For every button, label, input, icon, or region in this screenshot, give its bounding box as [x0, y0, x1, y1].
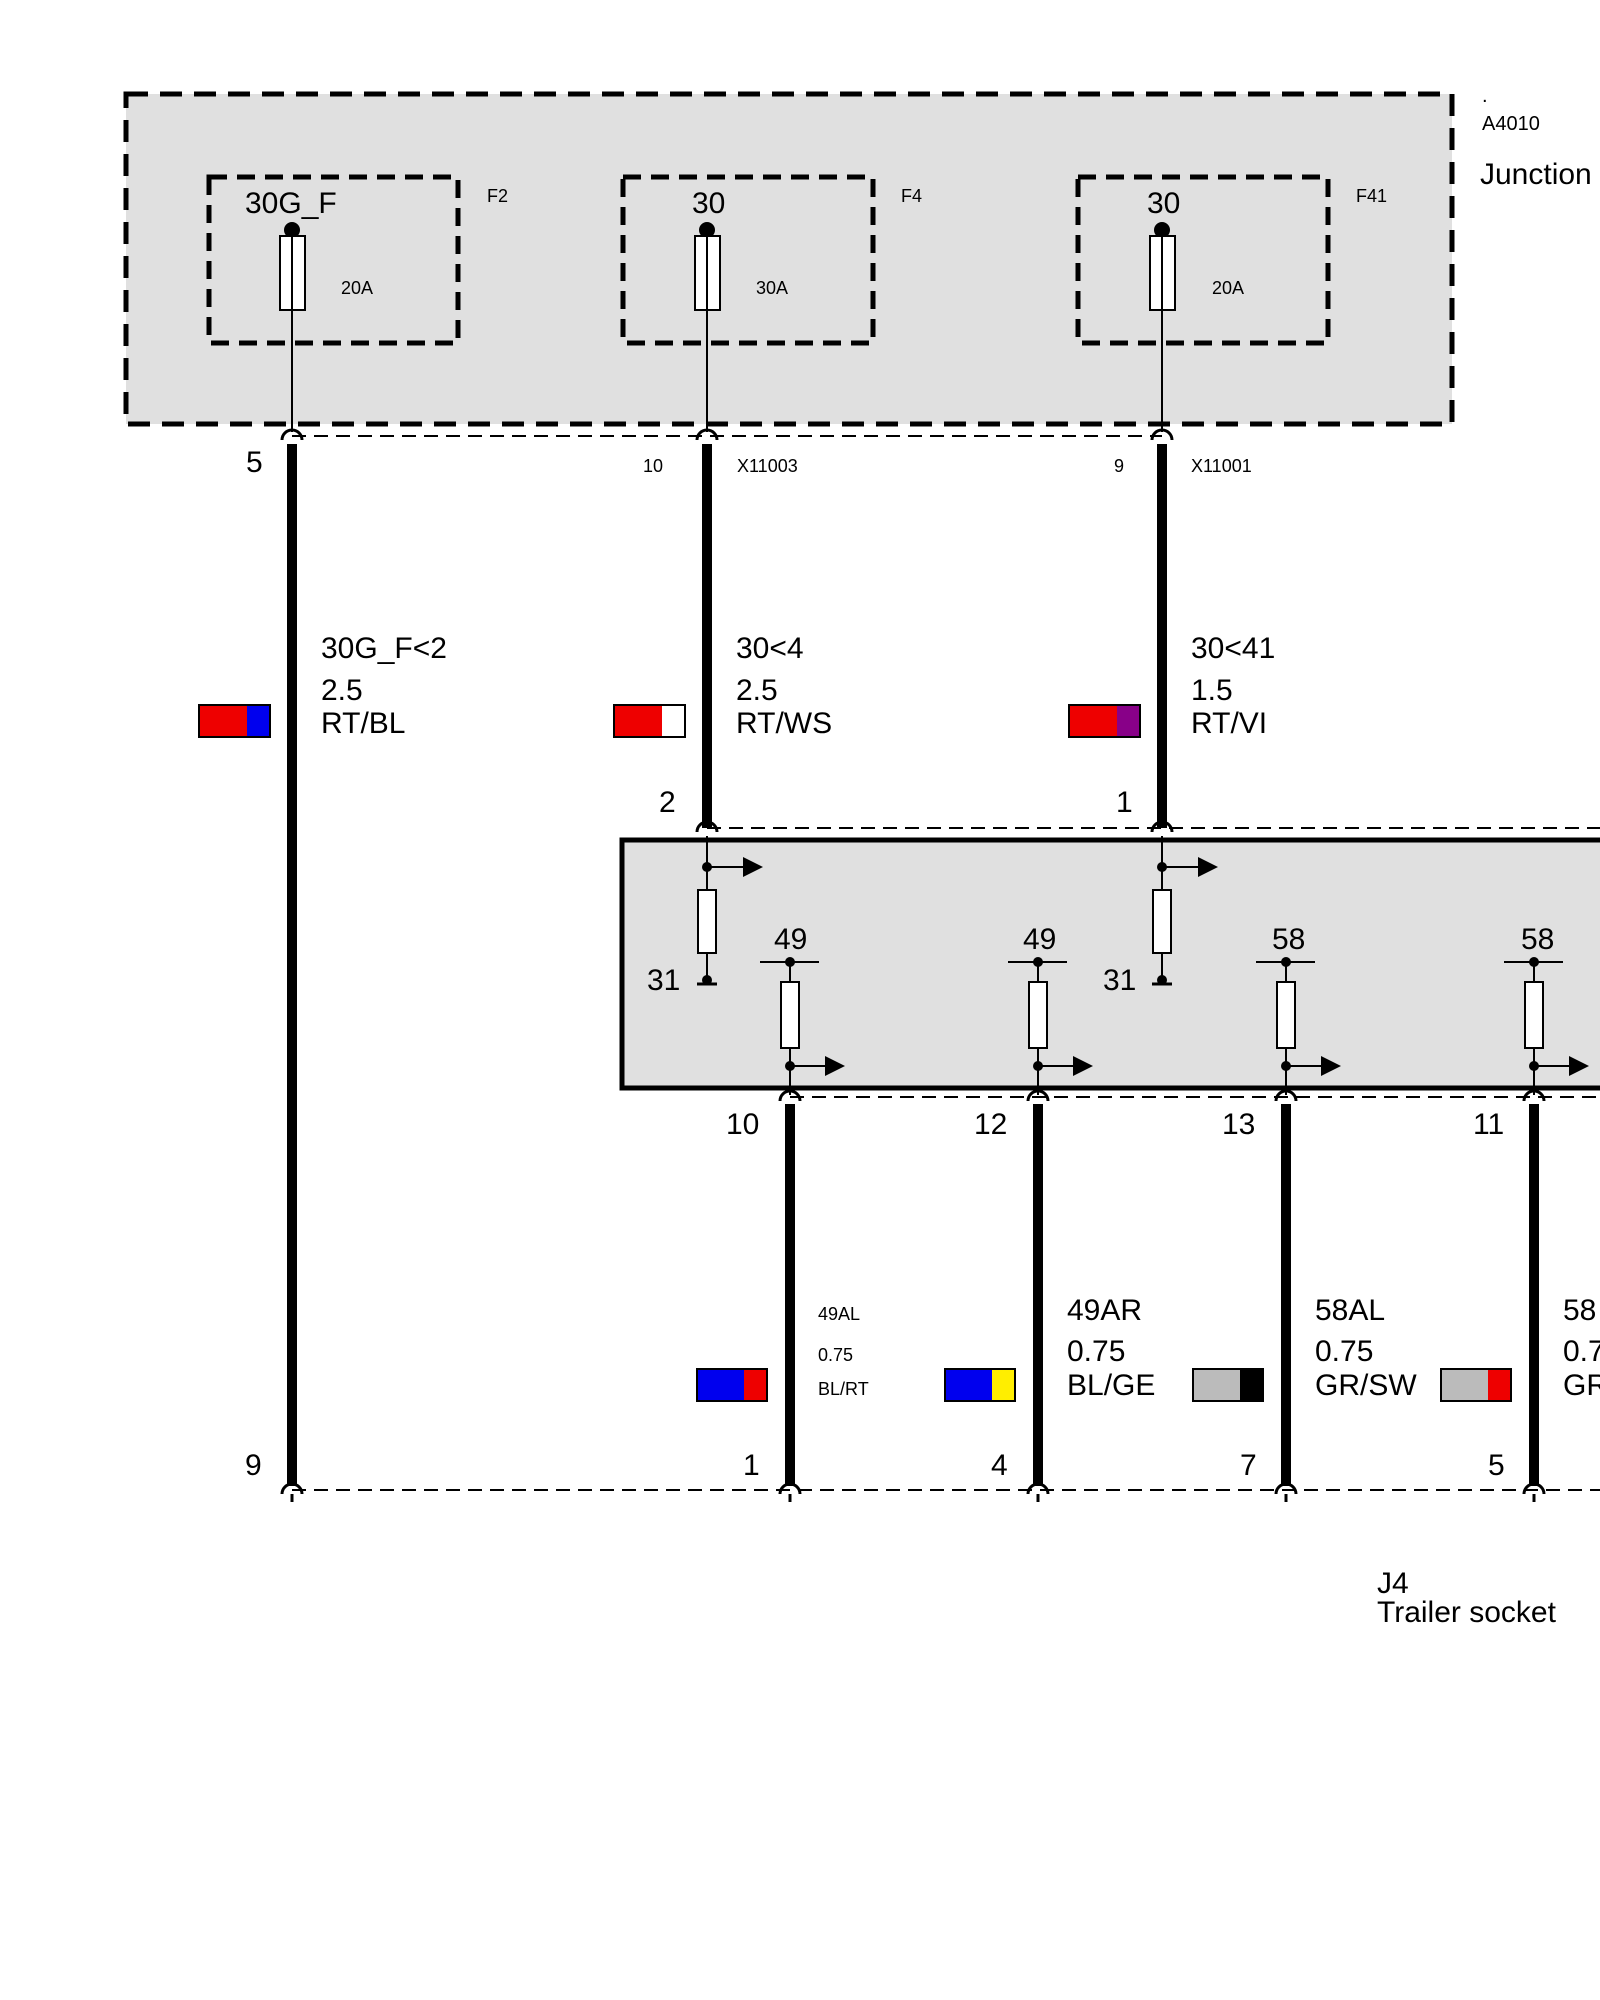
- ground-label: 31: [647, 964, 680, 997]
- wire-color-code: GR: [1563, 1369, 1600, 1402]
- fuse-f41-holder: [1075, 174, 1331, 346]
- pin-label: 10: [643, 456, 663, 476]
- arrow-icon: [743, 857, 763, 877]
- module-pin-label: 1: [1116, 786, 1133, 819]
- wire-name: 49AL: [818, 1304, 860, 1324]
- fuse-f2-terminal: 30G_F: [245, 187, 337, 220]
- socket-pin-label: 9: [245, 1449, 262, 1482]
- wire-color-swatch: [1068, 704, 1141, 738]
- connector-label: X11001: [1191, 456, 1252, 476]
- junction-dot: .: [1482, 85, 1488, 107]
- wire-name: 58: [1563, 1294, 1596, 1327]
- arrow-icon: [1569, 1056, 1589, 1076]
- output-terminal-label: 58: [1272, 923, 1305, 956]
- resistor-icon: [1276, 981, 1296, 1049]
- wire-color-swatch: [198, 704, 271, 738]
- wire-gauge: 0.7: [1563, 1335, 1600, 1368]
- resistor-icon: [697, 889, 717, 954]
- socket-pin-label: 4: [991, 1449, 1008, 1482]
- wire-color-code: BL/GE: [1067, 1369, 1155, 1402]
- wire-color-swatch: [696, 1368, 768, 1402]
- junction-id: A4010: [1482, 113, 1540, 135]
- pin-label: 9: [1114, 456, 1124, 476]
- wire-gauge: 2.5: [736, 674, 778, 707]
- connector-label: X11003: [737, 456, 798, 476]
- output-terminal-label: 49: [1023, 923, 1056, 956]
- module-output-pin: 10: [726, 1108, 759, 1141]
- wire-gauge: 1.5: [1191, 674, 1233, 707]
- resistor-icon: [780, 981, 800, 1049]
- wire-color-swatch: [944, 1368, 1016, 1402]
- module-output-pin: 11: [1473, 1108, 1504, 1141]
- wire-gauge: 0.75: [1315, 1335, 1373, 1368]
- fuse-f4-terminal: 30: [692, 187, 725, 220]
- wire-name: 30<41: [1191, 632, 1275, 665]
- fuse-f41-terminal: 30: [1147, 187, 1180, 220]
- arrow-icon: [1073, 1056, 1093, 1076]
- junction-name: Junction: [1480, 158, 1592, 191]
- pin-label: 5: [246, 446, 263, 479]
- output-terminal-label: 58: [1521, 923, 1554, 956]
- arrow-icon: [1198, 857, 1218, 877]
- module-pin-label: 2: [659, 786, 676, 819]
- wire-color-code: RT/VI: [1191, 707, 1267, 740]
- socket-pin-label: 7: [1240, 1449, 1257, 1482]
- wire-color-code: RT/BL: [321, 707, 405, 740]
- wire-gauge: 0.75: [818, 1345, 853, 1365]
- fuse-f41-rating: 20A: [1212, 278, 1244, 298]
- wire-name: 58AL: [1315, 1294, 1385, 1327]
- wire-color-code: RT/WS: [736, 707, 832, 740]
- socket-id: J4: [1377, 1567, 1409, 1600]
- wire-color-code: BL/RT: [818, 1379, 869, 1399]
- wire-name: 30<4: [736, 632, 804, 665]
- resistor-icon: [1152, 889, 1172, 954]
- wire-color-swatch: [1440, 1368, 1512, 1402]
- fuse-f4-rating: 30A: [756, 278, 788, 298]
- ground-label: 31: [1103, 964, 1136, 997]
- wire-color-swatch: [1192, 1368, 1264, 1402]
- wire-color-code: GR/SW: [1315, 1369, 1417, 1402]
- wire-name: 49AR: [1067, 1294, 1142, 1327]
- junction-box: [123, 91, 1455, 427]
- fuse-f4-name: F4: [901, 186, 922, 206]
- module-output-pin: 13: [1222, 1108, 1255, 1141]
- output-terminal-label: 49: [774, 923, 807, 956]
- fuse-f2-name: F2: [487, 186, 508, 206]
- fuse-f2-holder: [206, 174, 461, 346]
- fuse-f2-rating: 20A: [341, 278, 373, 298]
- socket-pin-label: 1: [743, 1449, 760, 1482]
- resistor-icon: [1028, 981, 1048, 1049]
- wire-color-swatch: [613, 704, 686, 738]
- wire-gauge: 2.5: [321, 674, 363, 707]
- module-output-pin: 12: [974, 1108, 1007, 1141]
- arrow-icon: [825, 1056, 845, 1076]
- arrow-icon: [1321, 1056, 1341, 1076]
- wire-name: 30G_F<2: [321, 632, 447, 665]
- socket-name: Trailer socket: [1377, 1596, 1557, 1629]
- resistor-icon: [1524, 981, 1544, 1049]
- fuse-f4-holder: [620, 174, 876, 346]
- wire-gauge: 0.75: [1067, 1335, 1125, 1368]
- socket-pin-label: 5: [1488, 1449, 1505, 1482]
- fuse-f41-name: F41: [1356, 186, 1387, 206]
